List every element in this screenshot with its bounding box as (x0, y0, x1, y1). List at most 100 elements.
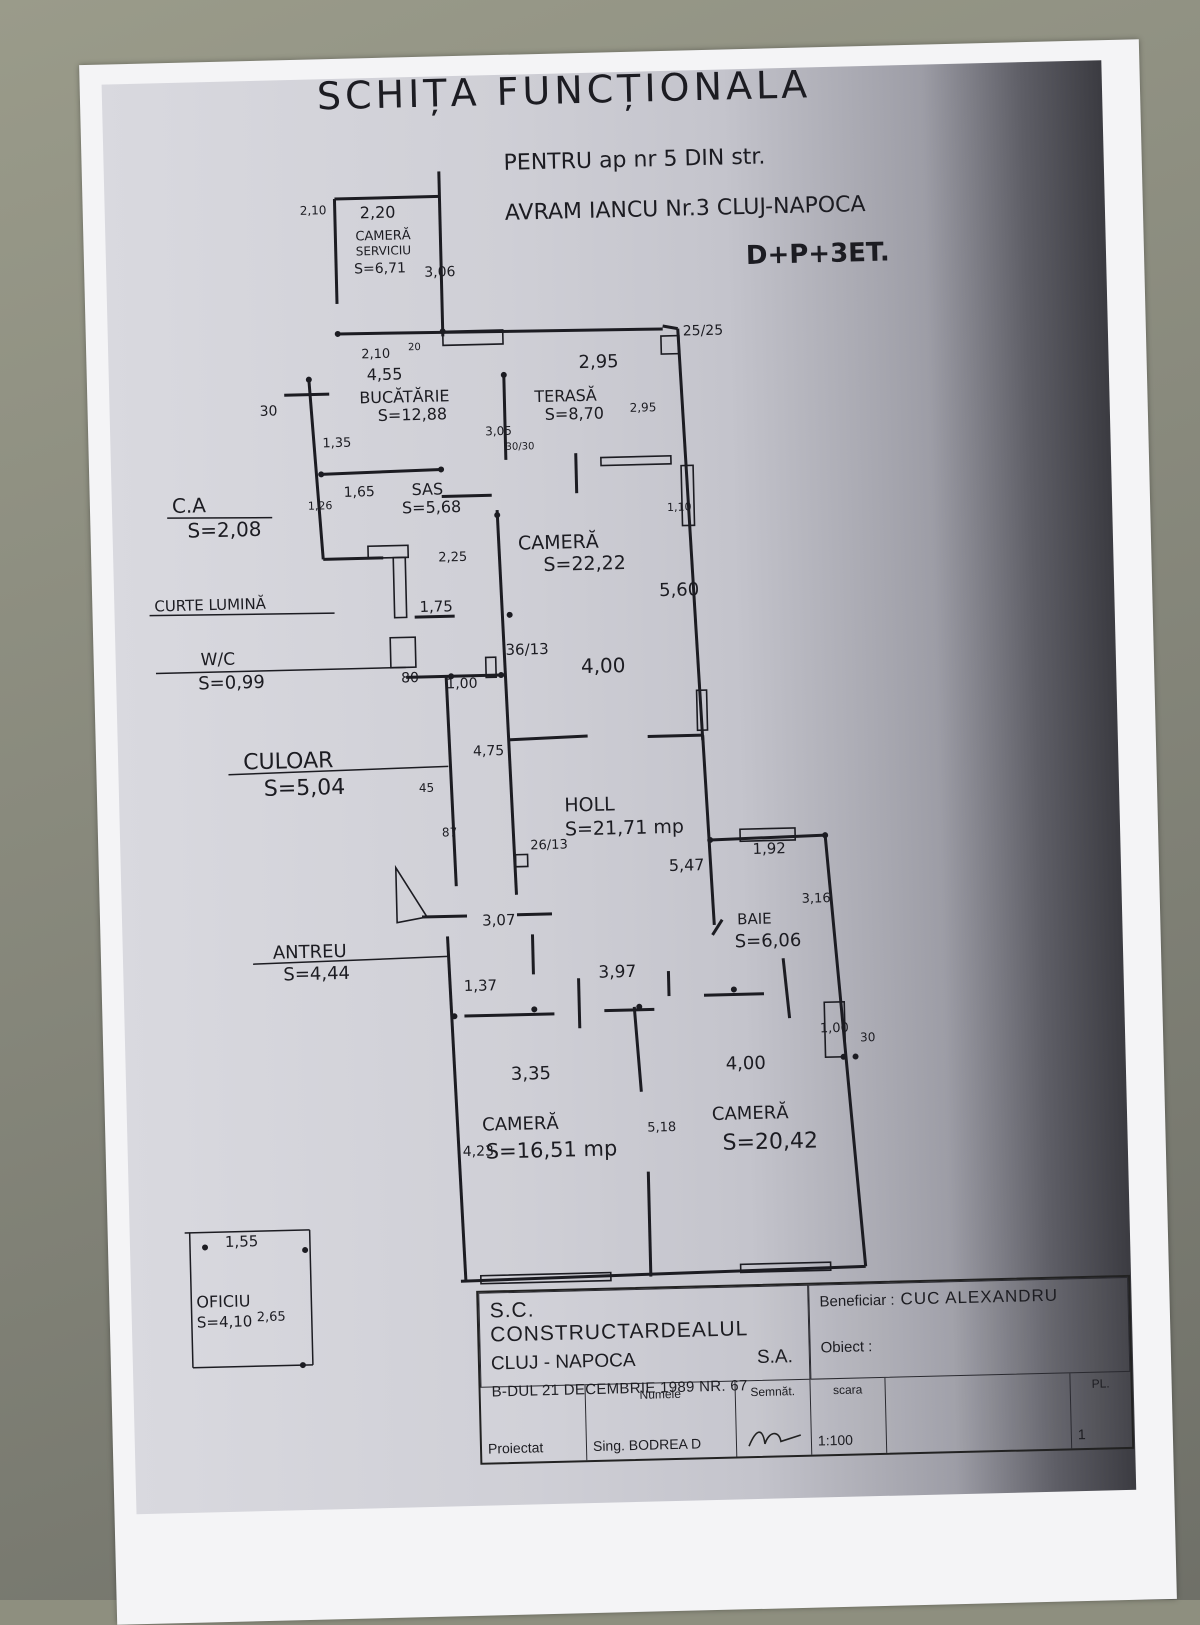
dim-1-92: 1,92 (752, 839, 786, 858)
dim-4-75: 4,75 (473, 743, 505, 760)
room-area-camera-2: S=16,51 mp (485, 1136, 617, 1163)
dim-36-13: 36/13 (505, 640, 549, 659)
dim-2-10: 2,10 (361, 347, 390, 363)
dim-4-00-b: 4,00 (725, 1053, 766, 1075)
dim-3-06: 3,06 (424, 264, 456, 281)
dim-1-35: 1,35 (322, 436, 351, 452)
proiectat-label: Proiectat (487, 1439, 544, 1457)
dim-2-65: 2,65 (257, 1310, 286, 1326)
room-name-holl: HOLL (564, 793, 615, 816)
dim-5-18: 5,18 (647, 1120, 676, 1136)
company-sa: S.A. (756, 1346, 794, 1369)
room-area-bucatarie: S=12,88 (378, 404, 448, 425)
plan-title: SCHIȚA FUNCȚIONALĂ (316, 61, 811, 118)
dim-30-b: 30 (860, 1030, 876, 1044)
beneficiar-label: Beneficiar : (819, 1291, 895, 1311)
room-area-camera-3: S=20,42 (722, 1128, 818, 1155)
dim-3-05: 3,05 (485, 424, 512, 439)
room-area-sas: S=5,68 (402, 497, 462, 517)
room-name-wc: W/C (200, 650, 235, 671)
obiect-label: Obiect : (820, 1338, 873, 1357)
plan-subtitle-1: PENTRU ap nr 5 DIN str. (503, 144, 765, 175)
room-area-antreu: S=4,44 (283, 963, 350, 986)
room-name-antreu: ANTREU (273, 941, 347, 964)
company-name: S.C. CONSTRUCTARDEALUL (489, 1298, 749, 1347)
floor-plan: SCHIȚA FUNCȚIONALĂ PENTRU ap nr 5 DIN st… (149, 61, 890, 1369)
room-name-camera-2: CAMERĂ (482, 1112, 560, 1136)
dim-2-95-b: 2,95 (629, 400, 656, 415)
dim-87: 87 (442, 825, 458, 839)
window-marks (367, 329, 847, 1285)
dim-5-47: 5,47 (669, 855, 705, 875)
room-name-baie: BAIE (737, 910, 772, 929)
room-area-terasa: S=8,70 (545, 403, 605, 423)
dim-2-95: 2,95 (578, 351, 619, 373)
dim-2-25: 2,25 (438, 550, 467, 566)
company-city: CLUJ - NAPOCA (490, 1349, 636, 1375)
dim-2-20: 2,20 (360, 203, 396, 223)
dim-1-10: 1,10 (667, 500, 692, 514)
room-name-camera-serviciu-1: CAMERĂ (355, 227, 411, 244)
dim-3-07: 3,07 (482, 911, 516, 930)
dimension-ticks (202, 328, 859, 1369)
dim-2-10-top: 2,10 (300, 203, 327, 218)
semnat-label: Semnăt. (750, 1384, 796, 1400)
room-name-curte-lumina: CURTE LUMINĂ (154, 594, 267, 616)
room-area-wc: S=0,99 (198, 672, 265, 695)
dimensions: 2,10 2,20 3,06 2,10 20 4,55 2,95 25/25 3… (225, 203, 876, 1326)
dim-4-00-a: 4,00 (581, 653, 626, 678)
dim-1-26: 1,26 (308, 499, 333, 513)
dim-3-16: 3,16 (802, 891, 831, 907)
dim-3-97: 3,97 (598, 962, 636, 983)
dim-30-30: 30/30 (505, 441, 534, 453)
room-area-culoar: S=5,04 (264, 775, 346, 802)
room-name-bucatarie: BUCĂTĂRIE (359, 386, 450, 407)
dim-4-55: 4,55 (367, 364, 403, 384)
photocopy-sheet: SCHIȚA FUNCȚIONALĂ PENTRU ap nr 5 DIN st… (79, 39, 1177, 1625)
building-levels: D+P+3ET. (746, 237, 890, 271)
room-area-camera-1: S=22,22 (543, 552, 626, 576)
dim-80: 80 (401, 670, 419, 686)
dim-20: 20 (408, 342, 421, 353)
floor-plan-copy: SCHIȚA FUNCȚIONALĂ PENTRU ap nr 5 DIN st… (101, 60, 1137, 1515)
title-block-beneficiary: Beneficiar : CUC ALEXANDRU Obiect : (808, 1276, 1131, 1380)
dim-1-65: 1,65 (343, 484, 375, 501)
title-block-signatures: Proiectat Numele Sing. BODREA D Semnăt. … (480, 1372, 1133, 1463)
dim-45: 45 (419, 781, 435, 795)
numele-label: Numele (639, 1386, 682, 1402)
room-name-sas: SAS (411, 479, 443, 499)
room-area-holl: S=21,71 mp (565, 816, 684, 841)
signature-mark (748, 1431, 802, 1447)
room-name-camera-3: CAMERĂ (712, 1101, 790, 1125)
dim-1-00-b: 1,00 (820, 1021, 849, 1037)
dim-1-55: 1,55 (225, 1232, 259, 1251)
room-area-oficiu: S=4,10 (197, 1312, 253, 1331)
dim-1-00: 1,00 (446, 676, 478, 693)
room-name-oficiu: OFICIU (196, 1291, 251, 1311)
room-area-baie: S=6,06 (734, 930, 801, 953)
dim-1-37: 1,37 (463, 976, 497, 995)
plan-subtitle-2: AVRAM IANCU Nr.3 CLUJ-NAPOCA (505, 192, 866, 226)
pl-label: PL. (1091, 1376, 1110, 1391)
dim-5-60: 5,60 (659, 579, 700, 601)
pl-value: 1 (1077, 1426, 1086, 1443)
title-block: S.C. CONSTRUCTARDEALUL CLUJ - NAPOCA S.A… (476, 1274, 1135, 1465)
scara-label: scara (832, 1382, 863, 1398)
dim-4-23: 4,23 (463, 1143, 495, 1160)
dim-25-25: 25/25 (683, 323, 724, 340)
room-name-terasa: TERASĂ (533, 386, 597, 407)
title-block-company: S.C. CONSTRUCTARDEALUL CLUJ - NAPOCA S.A… (478, 1284, 811, 1400)
dim-1-75: 1,75 (419, 597, 453, 616)
scara-value: 1:100 (817, 1431, 854, 1449)
dim-3-35: 3,35 (511, 1063, 552, 1085)
room-name-camera-1: CAMERĂ (518, 529, 599, 555)
dim-30: 30 (259, 403, 277, 419)
room-name-ca: C.A (172, 493, 207, 518)
proiectat-name: Sing. BODREA D (592, 1435, 702, 1455)
room-area-ca: S=2,08 (187, 517, 262, 543)
room-area-camera-serviciu: S=6,71 (354, 260, 406, 277)
label-leaders (149, 516, 449, 1369)
room-name-camera-serviciu-2: SERVICIU (356, 243, 412, 258)
dim-26-13: 26/13 (530, 837, 568, 853)
beneficiar-value: CUC ALEXANDRU (900, 1285, 1059, 1309)
